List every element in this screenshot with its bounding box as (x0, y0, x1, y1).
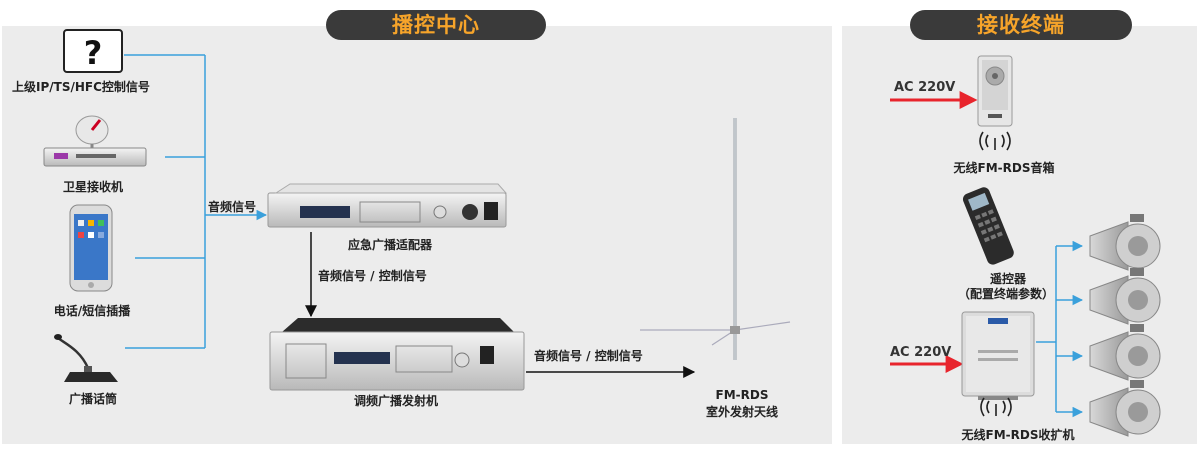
speaker-label: 无线FM-RDS音箱 (953, 161, 1055, 175)
audio-control-label-2: 音频信号 / 控制信号 (534, 349, 643, 363)
fm-antenna-icon (640, 118, 791, 360)
wireless-signal-icon-top (979, 131, 1011, 151)
receiver-amp-label: 无线FM-RDS收扩机 (961, 428, 1075, 442)
source-connection-lines (124, 54, 268, 349)
adapter-label: 应急广播适配器 (347, 238, 433, 252)
control-center-title: 播控中心 (326, 10, 546, 40)
satellite-receiver-icon (43, 115, 147, 167)
wireless-signal-icon-bottom (980, 397, 1012, 417)
remote-label-line2: （配置终端参数） (957, 287, 1055, 301)
antenna-label-line2: 室外发射天线 (705, 405, 779, 419)
antenna-label-line1: FM-RDS (715, 388, 769, 402)
question-mark-icon (63, 29, 123, 73)
horn-speaker-icon-1 (1089, 214, 1161, 271)
microphone-icon (54, 334, 118, 382)
audio-in-label: 音频信号 (208, 200, 257, 214)
transmitter-label: 调频广播发射机 (353, 394, 439, 408)
remote-control-icon (962, 187, 1014, 265)
smartphone-icon (69, 204, 113, 292)
receiver-amplifier-icon (961, 311, 1035, 400)
microphone-label: 广播话筒 (68, 392, 118, 406)
fm-transmitter-device (269, 318, 525, 391)
horn-speaker-icon-3 (1089, 324, 1161, 381)
horn-connection-lines (1036, 240, 1084, 418)
satellite-label: 卫星接收机 (62, 180, 124, 194)
audio-control-label-1: 音频信号 / 控制信号 (318, 269, 427, 283)
ac-label-top: AC 220V (894, 80, 956, 95)
phone-label: 电话/短信插播 (53, 304, 131, 318)
remote-label-line1: 遥控器 (989, 272, 1027, 286)
horn-speaker-icon-2 (1089, 268, 1161, 325)
upper-signal-label: 上级IP/TS/HFC控制信号 (12, 80, 150, 94)
receivers-title: 接收终端 (910, 10, 1132, 40)
question-mark-glyph: ? (84, 34, 103, 72)
ac-label-bottom: AC 220V (890, 345, 952, 360)
horn-speaker-icon-4 (1089, 380, 1161, 437)
wireless-speaker-icon (977, 55, 1013, 127)
emergency-adapter-device (267, 183, 508, 228)
